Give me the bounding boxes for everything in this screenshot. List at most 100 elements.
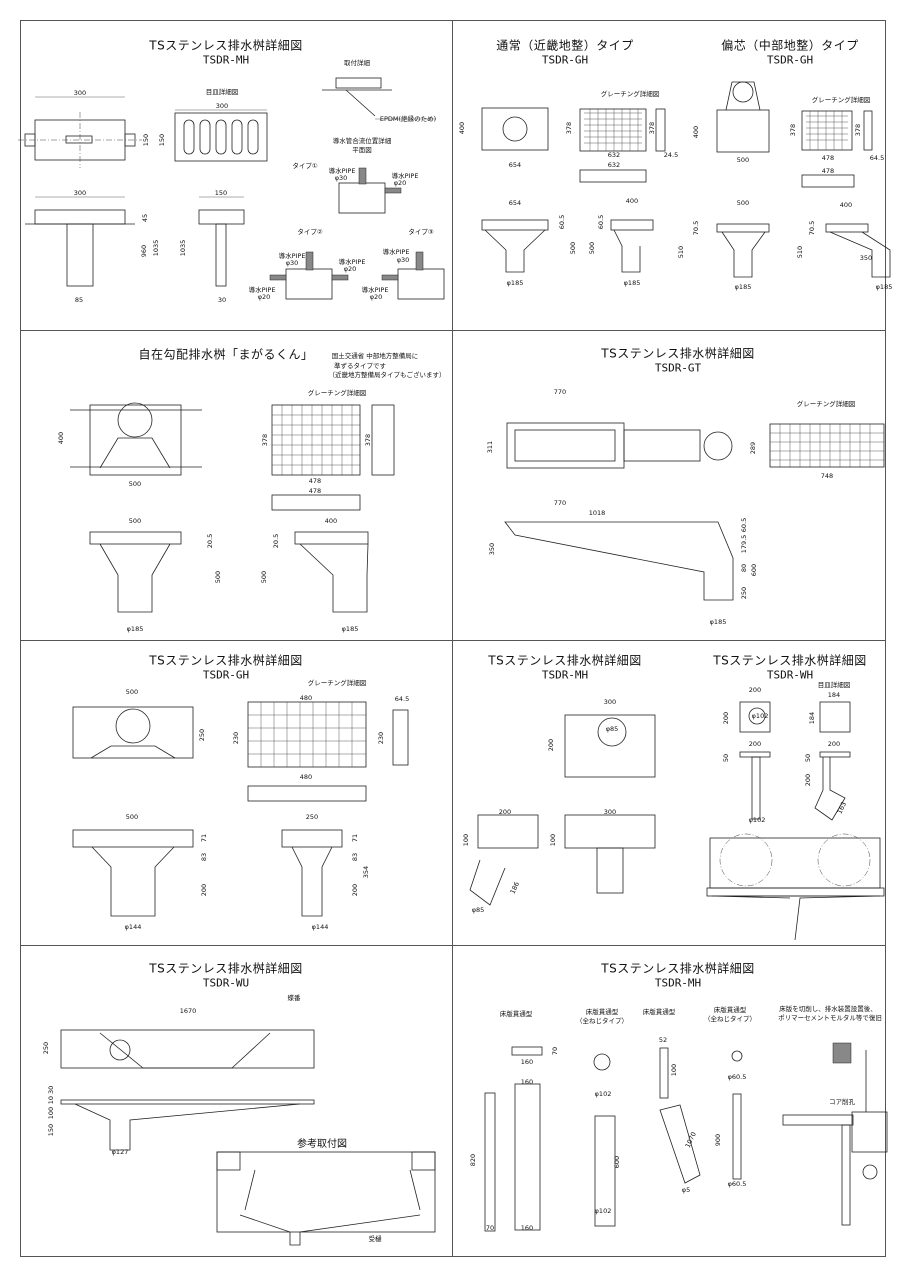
view-caption: 取付詳細 [344,58,370,67]
callout: 導水PIPE [391,171,419,180]
callout: 受樋 [368,1234,382,1243]
view-caption: グレーチング詳細図 [307,388,367,397]
dimension: 478 [308,476,322,485]
panel-title: TSステンレス排水桝詳細図 [488,653,642,668]
dimension: 400 [324,516,338,525]
model-code: TSDR-GT [654,361,702,375]
dimension: 400 [625,196,639,205]
dimension: 354 [361,865,370,879]
dimension: 500 [587,241,596,255]
dimension: 478 [821,166,835,175]
dimension: 748 [820,471,834,480]
dimension: 400 [56,431,65,445]
callout: 導水PIPE [382,247,410,256]
dimension: 960 [139,244,148,258]
callout: 導水PIPE [361,285,389,294]
dimension: φ102 [594,1206,612,1215]
callout: φ20 [343,264,357,273]
dimension: 289 [748,441,757,455]
model-code: TSDR-WU [202,976,250,990]
dimension: 83 [350,852,359,862]
dimension: 100 [461,833,470,847]
note: 床版を切削し、排水装置設置後、 [779,1004,877,1013]
dimension: 820 [468,1153,477,1167]
mh-section-views [25,196,245,287]
type-label: タイプ② [297,227,323,236]
dimension: φ85 [471,905,485,914]
model-code: TSDR-GH [202,668,250,682]
callout: 導水PIPE [278,251,306,260]
dimension: 654 [508,160,522,169]
dimension: 654 [508,198,522,207]
mh-grate-view [174,109,268,162]
model-code: TSDR-GH [766,53,814,67]
pipe-position-details [269,167,445,300]
dimension: 70 [485,1223,495,1232]
dimension: 632 [607,160,621,169]
view-caption: （全ねじタイプ） [576,1016,628,1025]
dimension: 300 [215,101,229,110]
dimension: 45 [140,213,149,223]
callout: 導水PIPE [338,257,366,266]
dimension: 100 [669,1063,678,1077]
dimension: 100 [548,833,557,847]
dimension: φ60.5 [727,1179,747,1188]
dimension: 160 [520,1057,534,1066]
dimension: 200 [827,739,841,748]
dimension: 500 [259,570,268,584]
dimension: 71 [350,833,359,843]
model-code: TSDR-MH [541,668,589,682]
dimension: 378 [564,121,573,135]
dimension: 300 [73,88,87,97]
dimension: 60.5 [557,214,566,230]
dimension: 378 [788,123,797,137]
dimension: 770 [553,498,567,507]
dimension: 60.5 [739,517,748,533]
callout: φ20 [369,292,383,301]
view-caption: 参考取付図 [297,1139,347,1150]
wu-views [60,1029,436,1246]
gh-normal-views [481,107,666,273]
divider [452,20,453,1256]
dimension: 510 [676,245,685,259]
dimension: φ185 [623,278,641,287]
mounting-detail [322,77,435,120]
dimension: φ185 [875,282,893,291]
dimension: 478 [308,486,322,495]
note: ポリマーセメントモルタル等で復旧 [778,1013,882,1022]
dimension: φ185 [506,278,524,287]
dimension: 70 [550,1046,559,1056]
dimension: 200 [748,739,762,748]
view-caption: 床版貫通型 [713,1005,747,1014]
dimension: 1018 [588,508,606,517]
dimension: 378 [260,433,269,447]
dimension: 200 [803,773,812,787]
panel-title: 自在勾配排水桝「まがるくん」 [138,347,314,362]
dimension: 350 [859,253,873,262]
model-code: TSDR-WH [766,668,814,682]
dimension: 160 [520,1077,534,1086]
dimension: 100 [46,1106,55,1120]
dimension: φ102 [748,815,766,824]
mh-wh-views [469,701,885,941]
view-caption: 平面図 [352,145,372,154]
dimension: 184 [827,690,841,699]
dimension: 250 [197,728,206,742]
dimension: 200 [350,883,359,897]
dimension: 300 [603,697,617,706]
dimension: φ85 [605,724,619,733]
dimension: 632 [607,150,621,159]
callout: φ30 [285,258,299,267]
dimension: 311 [485,440,494,454]
dimension: φ102 [594,1089,612,1098]
note: 国土交通省 中部地方整備局に [331,351,419,360]
dimension: 400 [691,125,700,139]
dimension: 900 [713,1133,722,1147]
dimension: 64.5 [869,153,885,162]
callout: φ20 [393,178,407,187]
dimension: 1670 [179,1006,197,1015]
dimension: 200 [748,685,762,694]
callout: 蝶番 [287,993,301,1002]
dimension: φ5 [681,1185,691,1194]
dimension: 150 [214,188,228,197]
